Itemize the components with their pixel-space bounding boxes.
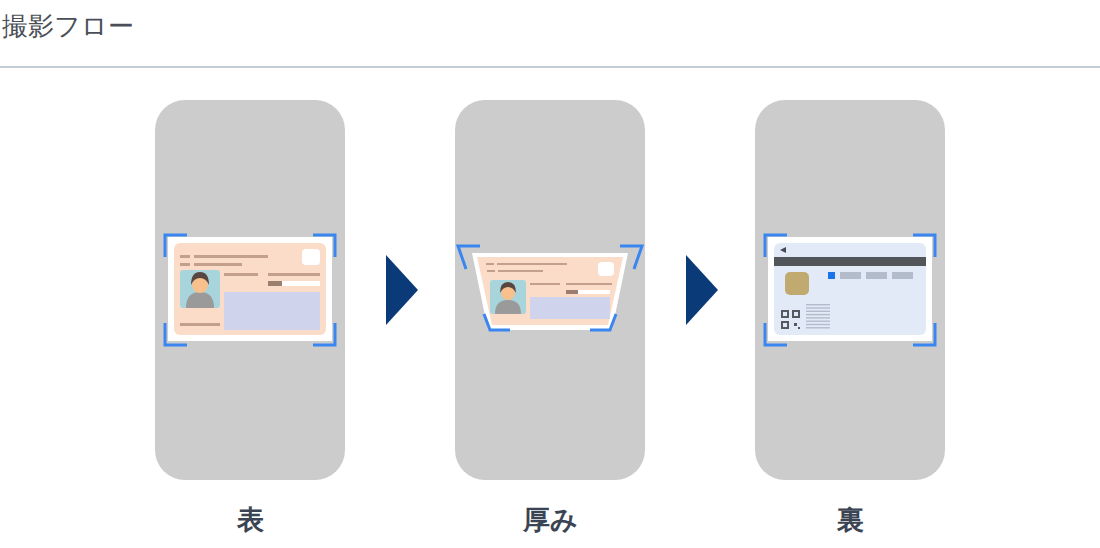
step-label: 厚み: [455, 504, 645, 536]
front-card: [165, 235, 335, 345]
tilted-card: [458, 246, 642, 330]
page-title: 撮影フロー: [2, 11, 134, 42]
flow-arrow: [345, 255, 455, 325]
step-label: 表: [155, 504, 345, 536]
flow-arrow: [645, 255, 755, 325]
divider-rule: [0, 66, 1100, 68]
back-card: [765, 235, 935, 345]
step-label: 裏: [755, 504, 945, 536]
